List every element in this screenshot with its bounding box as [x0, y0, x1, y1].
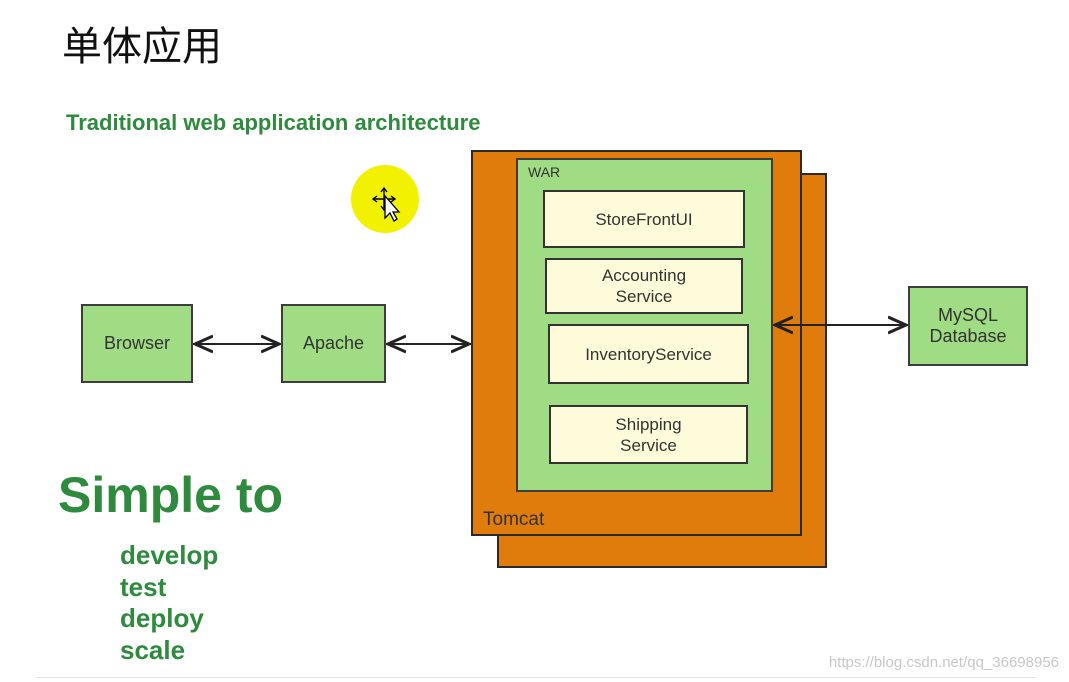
apache-label: Apache [302, 333, 365, 353]
accounting-service-label-line2: Service [615, 287, 673, 306]
diagram-subtitle: Traditional web application architecture [66, 110, 481, 135]
simple-item-deploy: deploy [120, 603, 204, 633]
simple-item-scale: scale [120, 634, 186, 665]
simple-item-develop: develop [120, 540, 219, 570]
bottom-divider [36, 677, 1036, 678]
browser-label: Browser [103, 333, 170, 353]
storefront-ui-box: StoreFrontUI [543, 190, 745, 248]
accounting-service-box: Accounting Service [545, 258, 743, 314]
page-title: 单体应用 [62, 24, 222, 70]
inventory-service-box: InventoryService [548, 324, 749, 384]
browser-box: Browser [81, 304, 193, 383]
apache-box: Apache [281, 304, 386, 383]
mysql-label-line2: Database [929, 326, 1007, 346]
inventory-service-label: InventoryService [585, 344, 712, 364]
move-cursor-icon [371, 186, 401, 222]
mysql-label-line1: MySQL [937, 305, 998, 325]
accounting-service-label-line1: Accounting [601, 266, 687, 285]
mysql-database-box: MySQL Database [908, 286, 1028, 366]
simple-item-test: test [120, 571, 167, 602]
watermark-url: https://blog.csdn.net/qq_36698956 [828, 654, 1059, 671]
storefront-ui-label: StoreFrontUI [595, 209, 693, 229]
war-label: WAR [528, 164, 561, 180]
tomcat-label: Tomcat [483, 509, 545, 530]
simple-to-list: develop test deploy scale [120, 540, 218, 666]
shipping-service-label-line2: Service [620, 435, 677, 455]
shipping-service-box: Shipping Service [549, 405, 748, 464]
simple-to-heading: Simple to [58, 467, 284, 523]
shipping-service-label-line1: Shipping [615, 414, 682, 434]
